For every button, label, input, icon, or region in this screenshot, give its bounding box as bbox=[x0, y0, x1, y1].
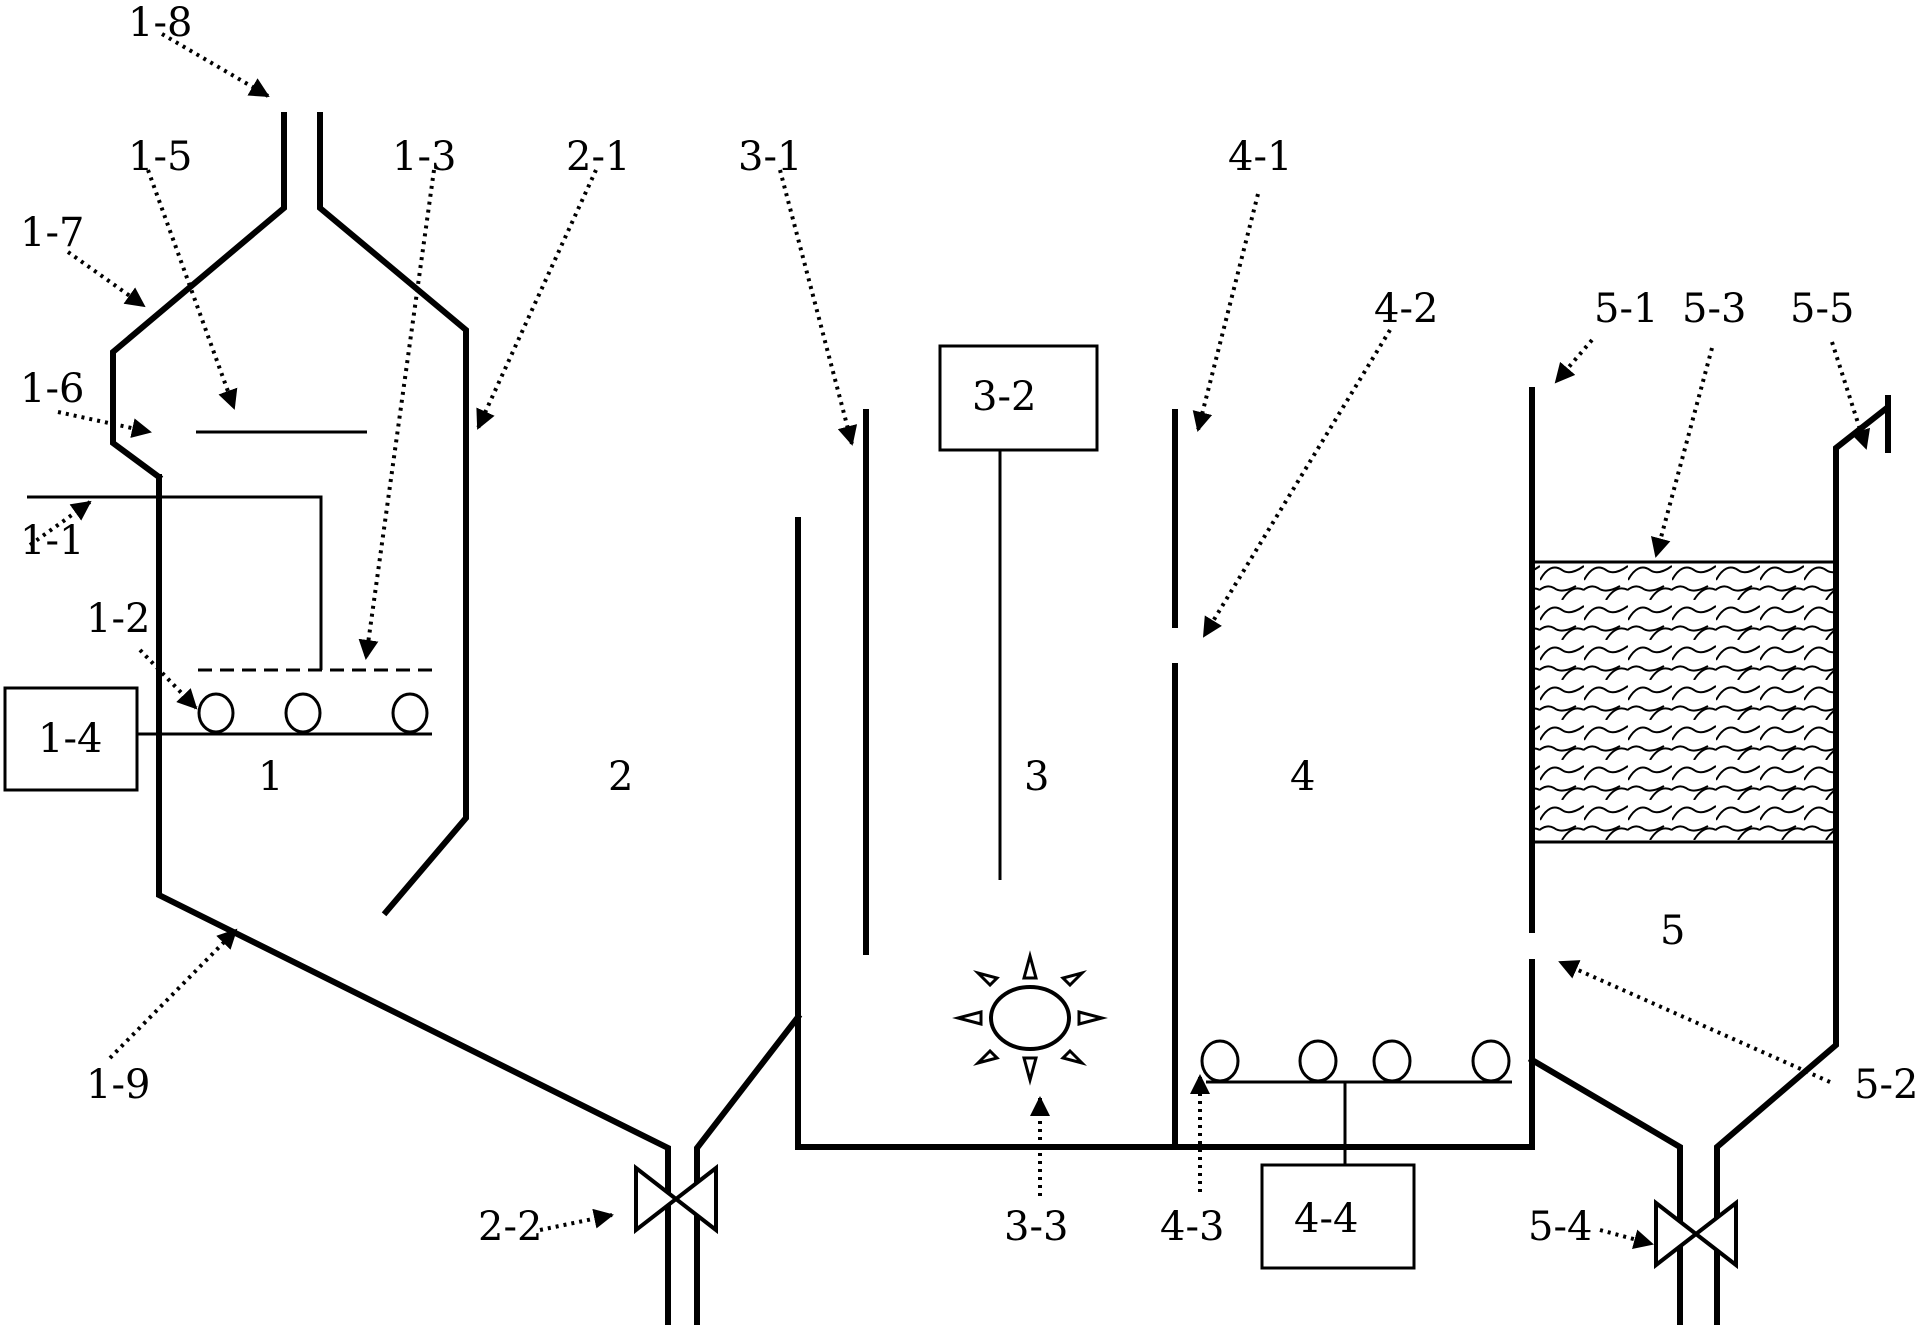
label-5-3: 5-3 bbox=[1682, 286, 1746, 332]
reactor-2-bottom-right-wall bbox=[694, 1012, 803, 1325]
label-5-2: 5-2 bbox=[1854, 1062, 1918, 1108]
zone-4-label: 4 bbox=[1290, 754, 1315, 800]
pointer-4-2 bbox=[1202, 328, 1392, 638]
label-1-1: 1-1 bbox=[20, 518, 84, 564]
label-4-2: 4-2 bbox=[1374, 286, 1438, 332]
valve-2-2 bbox=[634, 1163, 718, 1235]
reactor-1 bbox=[3, 112, 803, 1325]
blower-box-4-4 bbox=[1260, 1163, 1416, 1270]
reactor-1-inner-wall-and-bottom bbox=[156, 474, 671, 1325]
pointer-5-4 bbox=[1599, 1228, 1654, 1249]
pointer-5-3 bbox=[1651, 347, 1714, 558]
aerator-disk bbox=[1200, 1039, 1240, 1083]
reactor-2-right-wall bbox=[317, 112, 469, 917]
label-1-4: 1-4 bbox=[38, 716, 102, 762]
tank-3-4-shell bbox=[795, 517, 1535, 1150]
label-1-8: 1-8 bbox=[128, 0, 192, 46]
pointer-5-5 bbox=[1830, 341, 1871, 450]
valve-5-4-icon bbox=[1654, 1198, 1738, 1270]
feed-pipe bbox=[27, 495, 323, 670]
label-2-2: 2-2 bbox=[478, 1204, 542, 1250]
blower-box-1 bbox=[3, 686, 139, 792]
reactor-1-top-left-wall bbox=[110, 112, 287, 482]
motor-box-3-2 bbox=[938, 344, 1099, 452]
zone-numbers: 1 2 3 4 5 bbox=[258, 754, 1685, 954]
label-3-3: 3-3 bbox=[1004, 1204, 1068, 1250]
pointer-4-1 bbox=[1192, 193, 1260, 432]
aerator-disk bbox=[1471, 1039, 1511, 1083]
zone-5-label: 5 bbox=[1660, 908, 1685, 954]
tank-5 bbox=[1527, 387, 1891, 1325]
label-2-1: 2-1 bbox=[566, 134, 630, 180]
pointer-3-1 bbox=[778, 169, 858, 446]
aerator-disk bbox=[197, 692, 235, 734]
pointer-5-1 bbox=[1554, 338, 1594, 384]
label-5-5: 5-5 bbox=[1790, 286, 1854, 332]
label-1-7: 1-7 bbox=[20, 210, 84, 256]
aerator-disk bbox=[1372, 1039, 1412, 1083]
pointer-1-3 bbox=[358, 169, 436, 660]
zone-3-label: 3 bbox=[1024, 754, 1049, 800]
tank-5-right-wall bbox=[1714, 400, 1891, 1325]
zone-1-label: 1 bbox=[258, 754, 283, 800]
label-1-9: 1-9 bbox=[86, 1062, 150, 1108]
light-source-icon bbox=[952, 950, 1108, 1086]
aerator-disk bbox=[1298, 1039, 1338, 1083]
filter-media-5-3 bbox=[1530, 560, 1838, 844]
label-4-4: 4-4 bbox=[1294, 1196, 1358, 1242]
label-5-4: 5-4 bbox=[1528, 1204, 1592, 1250]
label-1-3: 1-3 bbox=[392, 134, 456, 180]
pointer-2-1 bbox=[476, 169, 598, 430]
label-1-5: 1-5 bbox=[128, 134, 192, 180]
valve-2-2-icon bbox=[634, 1163, 718, 1235]
label-1-6: 1-6 bbox=[20, 366, 84, 412]
pointer-2-2 bbox=[539, 1208, 614, 1232]
tank-3-4 bbox=[795, 344, 1535, 1270]
label-3-1: 3-1 bbox=[738, 134, 802, 180]
label-1-2: 1-2 bbox=[86, 596, 150, 642]
label-3-2: 3-2 bbox=[972, 374, 1036, 420]
zone-2-label: 2 bbox=[608, 754, 633, 800]
label-4-3: 4-3 bbox=[1160, 1204, 1224, 1250]
pointer-1-6 bbox=[57, 410, 152, 438]
label-5-1: 5-1 bbox=[1594, 286, 1658, 332]
aerator-disk bbox=[391, 692, 429, 734]
pointer-1-2 bbox=[138, 648, 198, 710]
callout-labels: 1-8 1-5 1-3 2-1 1-7 1-6 1-1 1-2 1-4 1-9 … bbox=[20, 0, 1918, 1250]
pointer-1-7 bbox=[66, 250, 146, 308]
leader-arrows bbox=[28, 32, 1871, 1249]
tank-5-left-cone bbox=[1527, 1055, 1683, 1325]
label-4-1: 4-1 bbox=[1228, 134, 1292, 180]
aerator-disk bbox=[284, 692, 322, 734]
pointer-1-9 bbox=[108, 928, 238, 1060]
pointer-1-5 bbox=[146, 169, 238, 410]
pointer-5-2 bbox=[1558, 960, 1831, 1084]
